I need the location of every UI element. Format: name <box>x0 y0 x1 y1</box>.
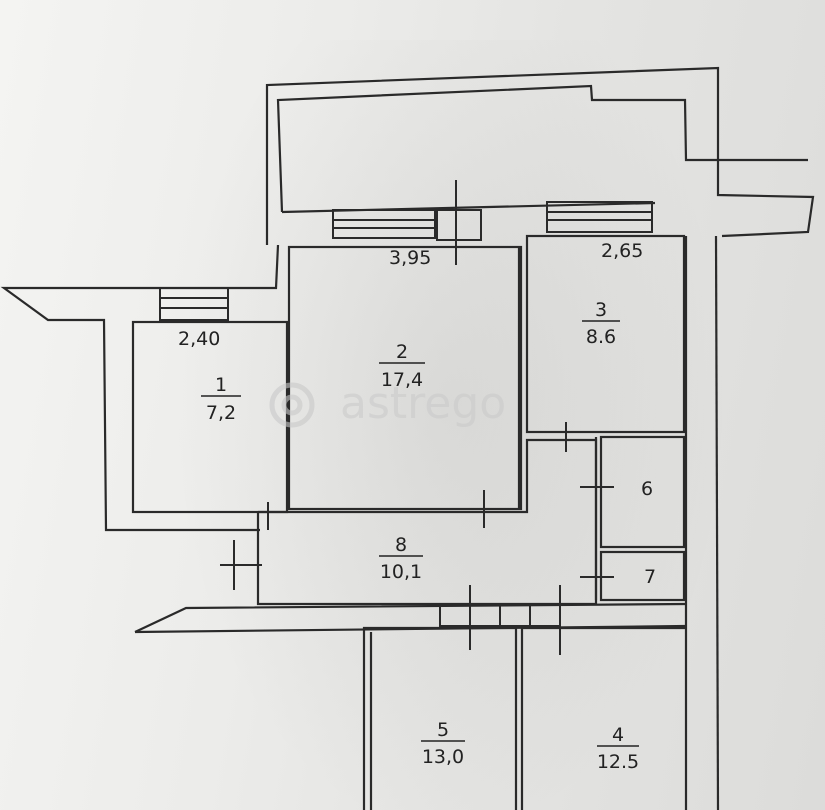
room-1-label: 1 7,2 <box>201 374 241 424</box>
room-2-walls <box>287 245 523 511</box>
room-area: 10,1 <box>380 561 422 583</box>
room-number: 8 <box>395 534 407 556</box>
room-5-label: 5 13,0 <box>421 719 465 768</box>
room-5-walls <box>362 626 518 810</box>
room-4-label: 4 12.5 <box>597 724 639 773</box>
room-3-walls <box>525 234 686 434</box>
watermark-text: astrego <box>340 378 506 429</box>
room-area: 13,0 <box>422 746 464 768</box>
left-balcony-outline <box>0 244 280 532</box>
room-1-width: 2,40 <box>178 328 220 350</box>
windows <box>159 201 653 321</box>
room-number: 1 <box>215 374 227 396</box>
room-area: 7,2 <box>206 402 236 424</box>
room-3-width: 2,65 <box>601 240 643 262</box>
balcony-outline <box>265 66 815 245</box>
photo-shadow <box>170 40 730 810</box>
room-area: 12.5 <box>597 751 639 773</box>
room-2-label: 2 17,4 <box>379 341 425 391</box>
room-1-walls <box>131 320 289 514</box>
room-number: 4 <box>612 724 624 746</box>
room-2-width: 3,95 <box>389 247 431 269</box>
lower-band-outline <box>134 602 687 633</box>
watermark-gear-icon <box>269 382 315 428</box>
room-area: 8.6 <box>586 326 616 348</box>
room-6-number: 6 <box>641 478 653 500</box>
room-4-walls <box>520 626 686 810</box>
room-6-walls <box>599 435 686 549</box>
room-7-number: 7 <box>644 566 656 588</box>
room-8-label: 8 10,1 <box>379 534 423 583</box>
room-number: 3 <box>595 299 607 321</box>
outer-wall-right2 <box>714 235 720 810</box>
room-number: 5 <box>437 719 449 741</box>
room-number: 2 <box>396 341 408 363</box>
room-area: 17,4 <box>381 369 423 391</box>
door-marks <box>220 180 614 655</box>
balcony-inner <box>276 84 808 213</box>
room-8-walls <box>256 438 598 606</box>
room-3-label: 3 8.6 <box>582 299 620 348</box>
